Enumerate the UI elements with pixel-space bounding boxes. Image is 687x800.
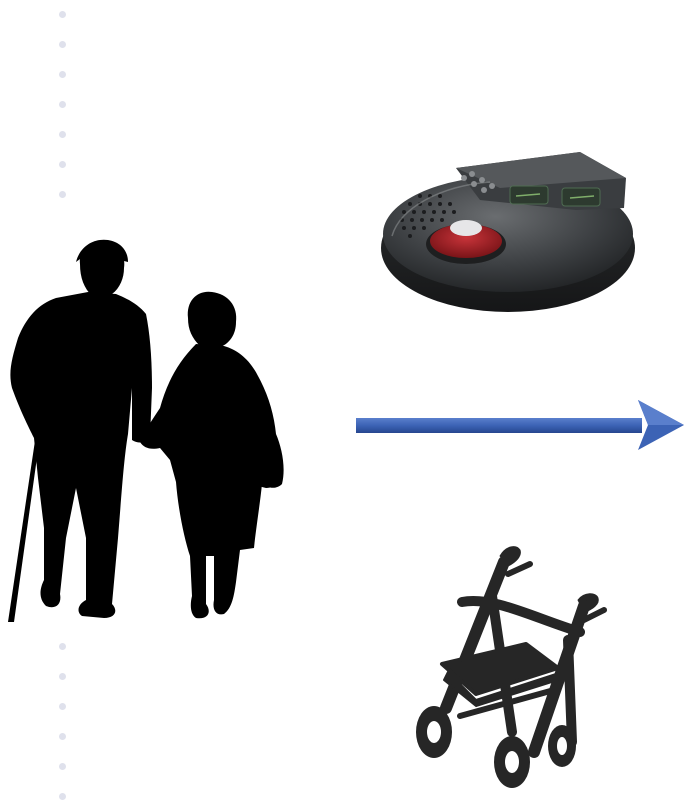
rollator-walker-icon — [404, 540, 610, 795]
right-arrow-icon — [356, 398, 686, 452]
guide-dot — [59, 71, 66, 78]
guide-dot — [59, 131, 66, 138]
emergency-alarm-device-icon — [380, 148, 638, 316]
guide-dot — [59, 643, 66, 650]
guide-dot — [59, 703, 66, 710]
guide-dot — [59, 161, 66, 168]
guide-dot — [59, 191, 66, 198]
guide-dot — [59, 673, 66, 680]
elderly-couple-silhouette-icon — [0, 238, 290, 628]
guide-dot — [59, 101, 66, 108]
guide-dot — [59, 763, 66, 770]
guide-dot — [59, 733, 66, 740]
guide-dot — [59, 11, 66, 18]
guide-dot — [59, 41, 66, 48]
